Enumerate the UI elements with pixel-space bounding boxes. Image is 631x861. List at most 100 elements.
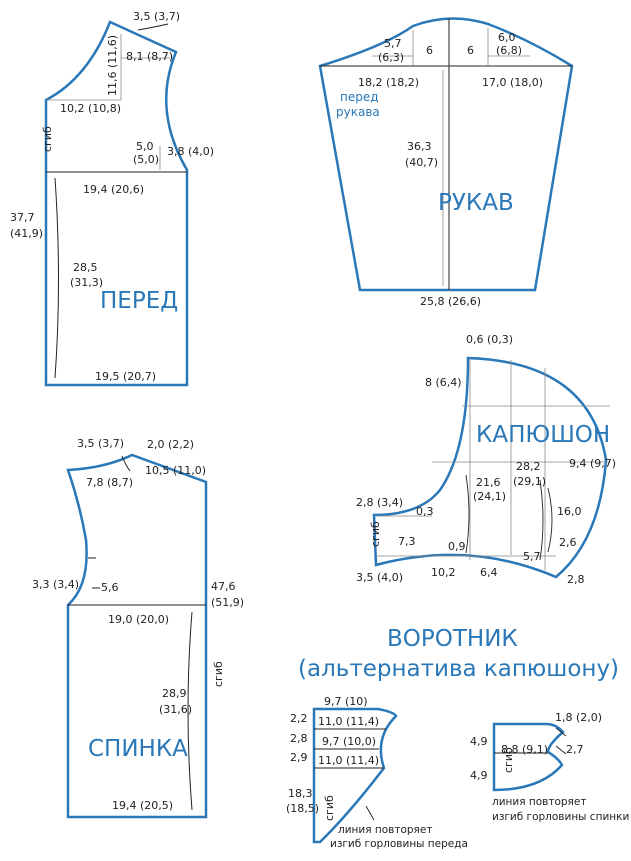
front-hem-width-label: 19,5 (20,7) [95,370,156,383]
sleeve-cap-left-label: 5,7 [384,37,402,50]
front-armhole-label-alt: (5,0) [133,153,159,166]
back-body-length-label-alt: (31,6) [159,703,192,716]
sleeve-back-width-label: 17,0 (18,0) [482,76,543,89]
hood-height-bracket-1 [465,474,470,554]
back-shoulder-label: 10,5 (11,0) [145,464,206,477]
back-length-bracket [187,611,193,811]
hood-back-offset-label: 2,6 [559,536,577,549]
sleeve-front-width-label: 18,2 (18,2) [358,76,419,89]
back-neck-depth-label: 3,5 (3,7) [77,437,124,450]
sleeve-cap-right-label: 6,0 [498,31,516,44]
hood-title: КАПЮШОН [476,422,610,448]
front-fold-label: сгиб [41,126,54,152]
front-body-length-label-alt: (31,3) [70,276,103,289]
collar-front-piece: 9,7 (10) 2,2 11,0 (11,4) 2,8 9,7 (10,0) … [286,695,468,850]
hood-base-width-label: 10,2 [431,566,456,579]
front-title: ПЕРЕД [100,288,178,314]
back-neck-curve [121,455,131,472]
sleeve-front-note-2: рукава [336,105,380,119]
collar-back-lower-height-label: 4,9 [470,769,488,782]
sleeve-half-right-label: 6 [467,44,474,57]
hood-top-offset-label: 0,6 (0,3) [466,333,513,346]
hood-height-2-label-alt: (29,1) [513,475,546,488]
hood-back-base-label: 5,7 [523,550,541,563]
hood-base-offset-label: 0,9 [448,540,466,553]
front-chest-width-label: 19,4 (20,6) [83,183,144,196]
front-length-bracket [54,177,59,379]
hood-width-label: 9,4 (9,7) [569,457,616,470]
collar-front-step-3-label: 2,9 [290,751,308,764]
front-piece: ПЕРЕД сгиб 3,5 (3,7) 11,6 (11,6) 8,1 (8,… [10,10,214,387]
sleeve-front-note-1: перед [340,90,379,104]
collar-back-outline [492,722,565,792]
hood-fold-label: сгиб [369,521,382,547]
back-total-length-label-alt: (51,9) [211,596,244,609]
sleeve-length-label-alt: (40,7) [405,156,438,169]
collar-title: ВОРОТНИК [387,626,518,652]
back-body-length-label: 28,9 [162,687,187,700]
back-hem-width-label: 19,4 (20,5) [112,799,173,812]
collar-front-step-2-label: 2,8 [290,732,308,745]
hood-height-1-label: 21,6 [476,476,501,489]
front-shoulder-leader [137,23,169,31]
front-shoulder-width-label: 8,1 (8,7) [126,50,173,63]
front-total-length-label-alt: (41,9) [10,227,43,240]
collar-front-height-label: 18,3 [288,787,313,800]
collar-back-step-label: 2,7 [566,743,584,756]
collar-section: ВОРОТНИК (альтернатива капюшону) 9,7 (10… [286,626,629,850]
collar-back-note-1: линия повторяет [492,796,586,808]
back-shoulder-width-label: 7,8 (8,7) [86,476,133,489]
collar-back-piece: 1,8 (2,0) 4,9 8,8 (9,1) 2,7 4,9 сгиб лин… [470,711,629,823]
front-armhole-label: 5,0 [136,140,154,153]
back-neck-width-label: 2,0 (2,2) [147,438,194,451]
hood-height-2-label: 28,2 [516,460,541,473]
back-chest-width-label: 19,0 (20,0) [108,613,169,626]
hood-bottom-right-label: 2,8 [567,573,585,586]
back-piece: СПИНКА сгиб 3,5 (3,7) 2,0 (2,2) 10,5 (11… [32,437,244,819]
collar-back-note-2: изгиб горловины спинки [492,811,629,823]
front-armhole-offset-label: 3,8 (4,0) [167,145,214,158]
front-neck-width-label: 10,2 (10,8) [60,102,121,115]
collar-front-note-2: изгиб горловины переда [330,838,468,850]
hood-height-bracket-3 [547,487,553,553]
back-armhole-offset-label: 5,6 [101,581,119,594]
hood-outline [372,356,608,579]
collar-back-fold-label: сгиб [502,747,515,773]
collar-front-width-1-label: 11,0 (11,4) [318,715,379,728]
front-outline [44,20,189,387]
hood-fold-height-label: 7,3 [398,535,416,548]
sleeve-outline [318,17,574,292]
collar-front-top-label: 9,7 (10) [324,695,368,708]
collar-front-step-1-label: 2,2 [290,712,308,725]
front-body-length-label: 28,5 [73,261,98,274]
hood-height-1-label-alt: (24,1) [473,490,506,503]
collar-subtitle: (альтернатива капюшону) [298,656,619,682]
back-armhole-label: 3,3 (3,4) [32,578,79,591]
sleeve-cap-left-label-alt: (6,3) [378,51,404,64]
front-neck-depth-label: 11,6 (11,6) [106,35,119,96]
back-outline [66,453,208,819]
collar-front-note-leader [365,805,375,821]
collar-front-fold-label: сгиб [323,795,336,821]
back-fold-label: сгиб [212,661,225,687]
collar-front-outline [312,707,398,844]
collar-front-width-3-label: 11,0 (11,4) [318,754,379,767]
sleeve-cap-right-label-alt: (6,8) [496,44,522,57]
hood-base-width-2-label: 6,4 [480,566,498,579]
sleeve-title: РУКАВ [438,190,514,216]
hood-top-depth-label: 8 (6,4) [425,376,462,389]
collar-back-top-label: 1,8 (2,0) [555,711,602,724]
hood-piece: КАПЮШОН сгиб 0,6 (0,3) 8 (6,4) 9,4 (9,7)… [356,333,616,586]
collar-front-width-2-label: 9,7 (10,0) [322,735,376,748]
front-total-length-label: 37,7 [10,211,35,224]
hood-neck-offset-label: 0,3 [416,505,434,518]
collar-back-width-label: 8,8 (9,1) [501,743,548,756]
back-total-length-label: 47,6 [211,580,236,593]
front-shoulder-label: 3,5 (3,7) [133,10,180,23]
hood-back-height-label: 16,0 [557,505,582,518]
sleeve-cuff-width-label: 25,8 (26,6) [420,295,481,308]
hood-height-bracket-2 [539,479,544,561]
sleeve-piece: РУКАВ перед рукава 5,7 (6,3) 6 6 6,0 (6,… [318,17,574,308]
hood-bottom-left-label: 3,5 (4,0) [356,571,403,584]
